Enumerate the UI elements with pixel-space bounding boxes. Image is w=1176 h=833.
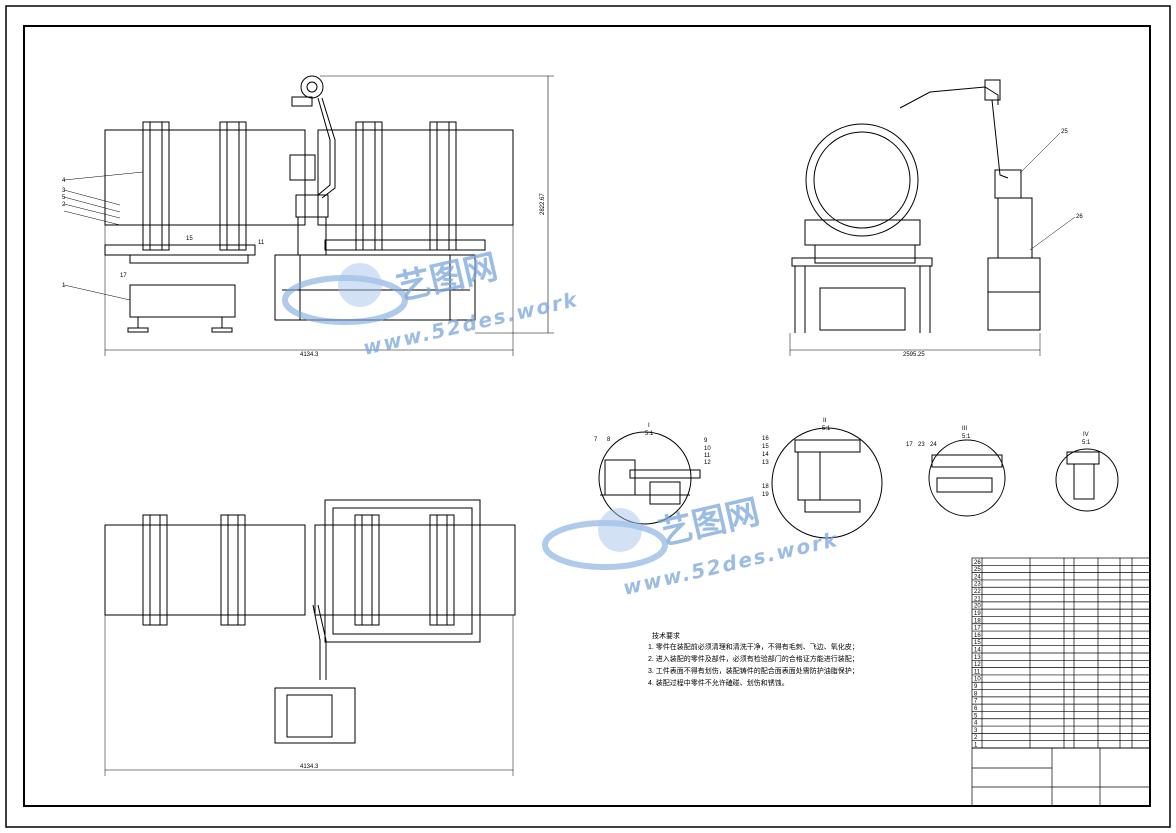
leader-label: 5 (62, 195, 66, 201)
bom-row-number: 2 (974, 735, 978, 741)
bom-row-number: 4 (974, 721, 978, 727)
bom-row-number: 23 (974, 582, 981, 588)
detail-leader: 15 (762, 444, 769, 450)
watermark-brand: 艺图网 (393, 247, 501, 309)
detail-view-i (598, 431, 701, 525)
tech-req-item: 4. 装配过程中零件不允许磕碰、划伤和锈蚀。 (648, 678, 789, 687)
leader-label: 11 (258, 240, 265, 246)
bom-row-number: 7 (974, 699, 978, 705)
leader-label: 15 (186, 236, 193, 242)
detail-leader: 7 (594, 437, 598, 443)
bom-row-number: 5 (974, 713, 978, 719)
bom-row-number: 24 (974, 574, 981, 580)
detail-leader: 23 (918, 442, 925, 448)
detail-leader: 18 (762, 484, 769, 490)
bom-row-number: 15 (974, 640, 981, 646)
bom-row-number: 14 (974, 648, 981, 654)
bom-row-number: 21 (974, 596, 981, 602)
bom-row-number: 22 (974, 589, 981, 595)
watermark-logo: 艺图网 www.52des.work (542, 492, 841, 600)
leader-label: 25 (1061, 129, 1068, 135)
bom-row-number: 1 (974, 743, 978, 749)
leader-label: 17 (120, 273, 127, 279)
detail-leader: 11 (704, 453, 711, 459)
bom-row-number: 16 (974, 633, 981, 639)
detail-view-iv (1055, 448, 1119, 512)
bom-row-number: 17 (974, 626, 981, 632)
leader-label: 2 (62, 202, 66, 208)
front-height-dimension: 2822.67 (540, 193, 546, 215)
bom-row-number: 9 (974, 684, 978, 690)
detail-leader: 13 (762, 460, 769, 466)
bom-row-number: 20 (974, 604, 981, 610)
tech-req-item: 2. 进入装配的零件及部件，必须有检验部门的合格证方能进行装配； (648, 654, 859, 663)
detail-leader: 24 (930, 442, 937, 448)
detail-label-iv: IV (1083, 432, 1089, 438)
detail-label-i: I (648, 423, 650, 429)
detail-leader: 17 (906, 442, 913, 448)
detail-scale-ii: 5:1 (822, 426, 831, 432)
detail-leader: 10 (704, 446, 711, 452)
detail-view-iii (928, 439, 1006, 517)
detail-view-ii (771, 427, 883, 539)
front-view (63, 75, 554, 356)
inner-frame (23, 25, 1151, 807)
detail-label-iii: III (962, 426, 967, 432)
bom-row-number: 3 (974, 728, 978, 734)
side-view (789, 79, 1076, 356)
outer-frame (5, 5, 1171, 828)
leader-label: 26 (1076, 214, 1083, 220)
leader-label: 1 (62, 283, 66, 289)
bom-table (971, 557, 1151, 807)
tech-req-title: 技术要求 (652, 631, 680, 640)
leader-label: 4 (62, 178, 66, 184)
detail-leader: 19 (762, 492, 769, 498)
leader-label: 3 (62, 188, 66, 194)
bom-row-number: 26 (974, 560, 981, 566)
bom-row-numbers: 2625242322212019181716151413121110987654… (974, 560, 981, 749)
side-width-dimension: 2595.25 (903, 352, 925, 358)
top-width-dimension: 4134.3 (300, 764, 319, 770)
bom-row-number: 8 (974, 691, 978, 697)
bom-row-number: 13 (974, 655, 981, 661)
detail-leader: 9 (704, 438, 708, 444)
tech-req-item: 3. 工件表面不得有划伤，装配铸件的配合面表面处需防护油脂保护； (648, 666, 859, 675)
detail-leader: 16 (762, 436, 769, 442)
detail-scale-iv: 5:1 (1082, 440, 1091, 446)
watermark-logo: 艺图网 www.52des.work (282, 247, 581, 360)
front-width-dimension: 4134.3 (300, 352, 319, 358)
top-view (104, 499, 516, 776)
watermark-brand: 艺图网 (655, 492, 763, 554)
bom-row-number: 19 (974, 611, 981, 617)
detail-leader: 12 (704, 460, 711, 466)
detail-leader: 14 (762, 452, 769, 458)
bom-row-number: 11 (974, 669, 981, 675)
bom-row-number: 25 (974, 567, 981, 573)
bom-row-number: 18 (974, 618, 981, 624)
detail-leader: 8 (607, 437, 611, 443)
detail-scale-iii: 5:1 (962, 434, 971, 440)
bom-row-number: 10 (974, 677, 981, 683)
bom-row-number: 12 (974, 662, 981, 668)
bom-row-number: 6 (974, 706, 978, 712)
detail-label-ii: II (823, 418, 827, 424)
detail-scale-i: 5:1 (645, 431, 654, 437)
tech-req-item: 1. 零件在装配前必须清理和清洗干净，不得有毛刺、飞边、氧化皮； (648, 642, 859, 651)
